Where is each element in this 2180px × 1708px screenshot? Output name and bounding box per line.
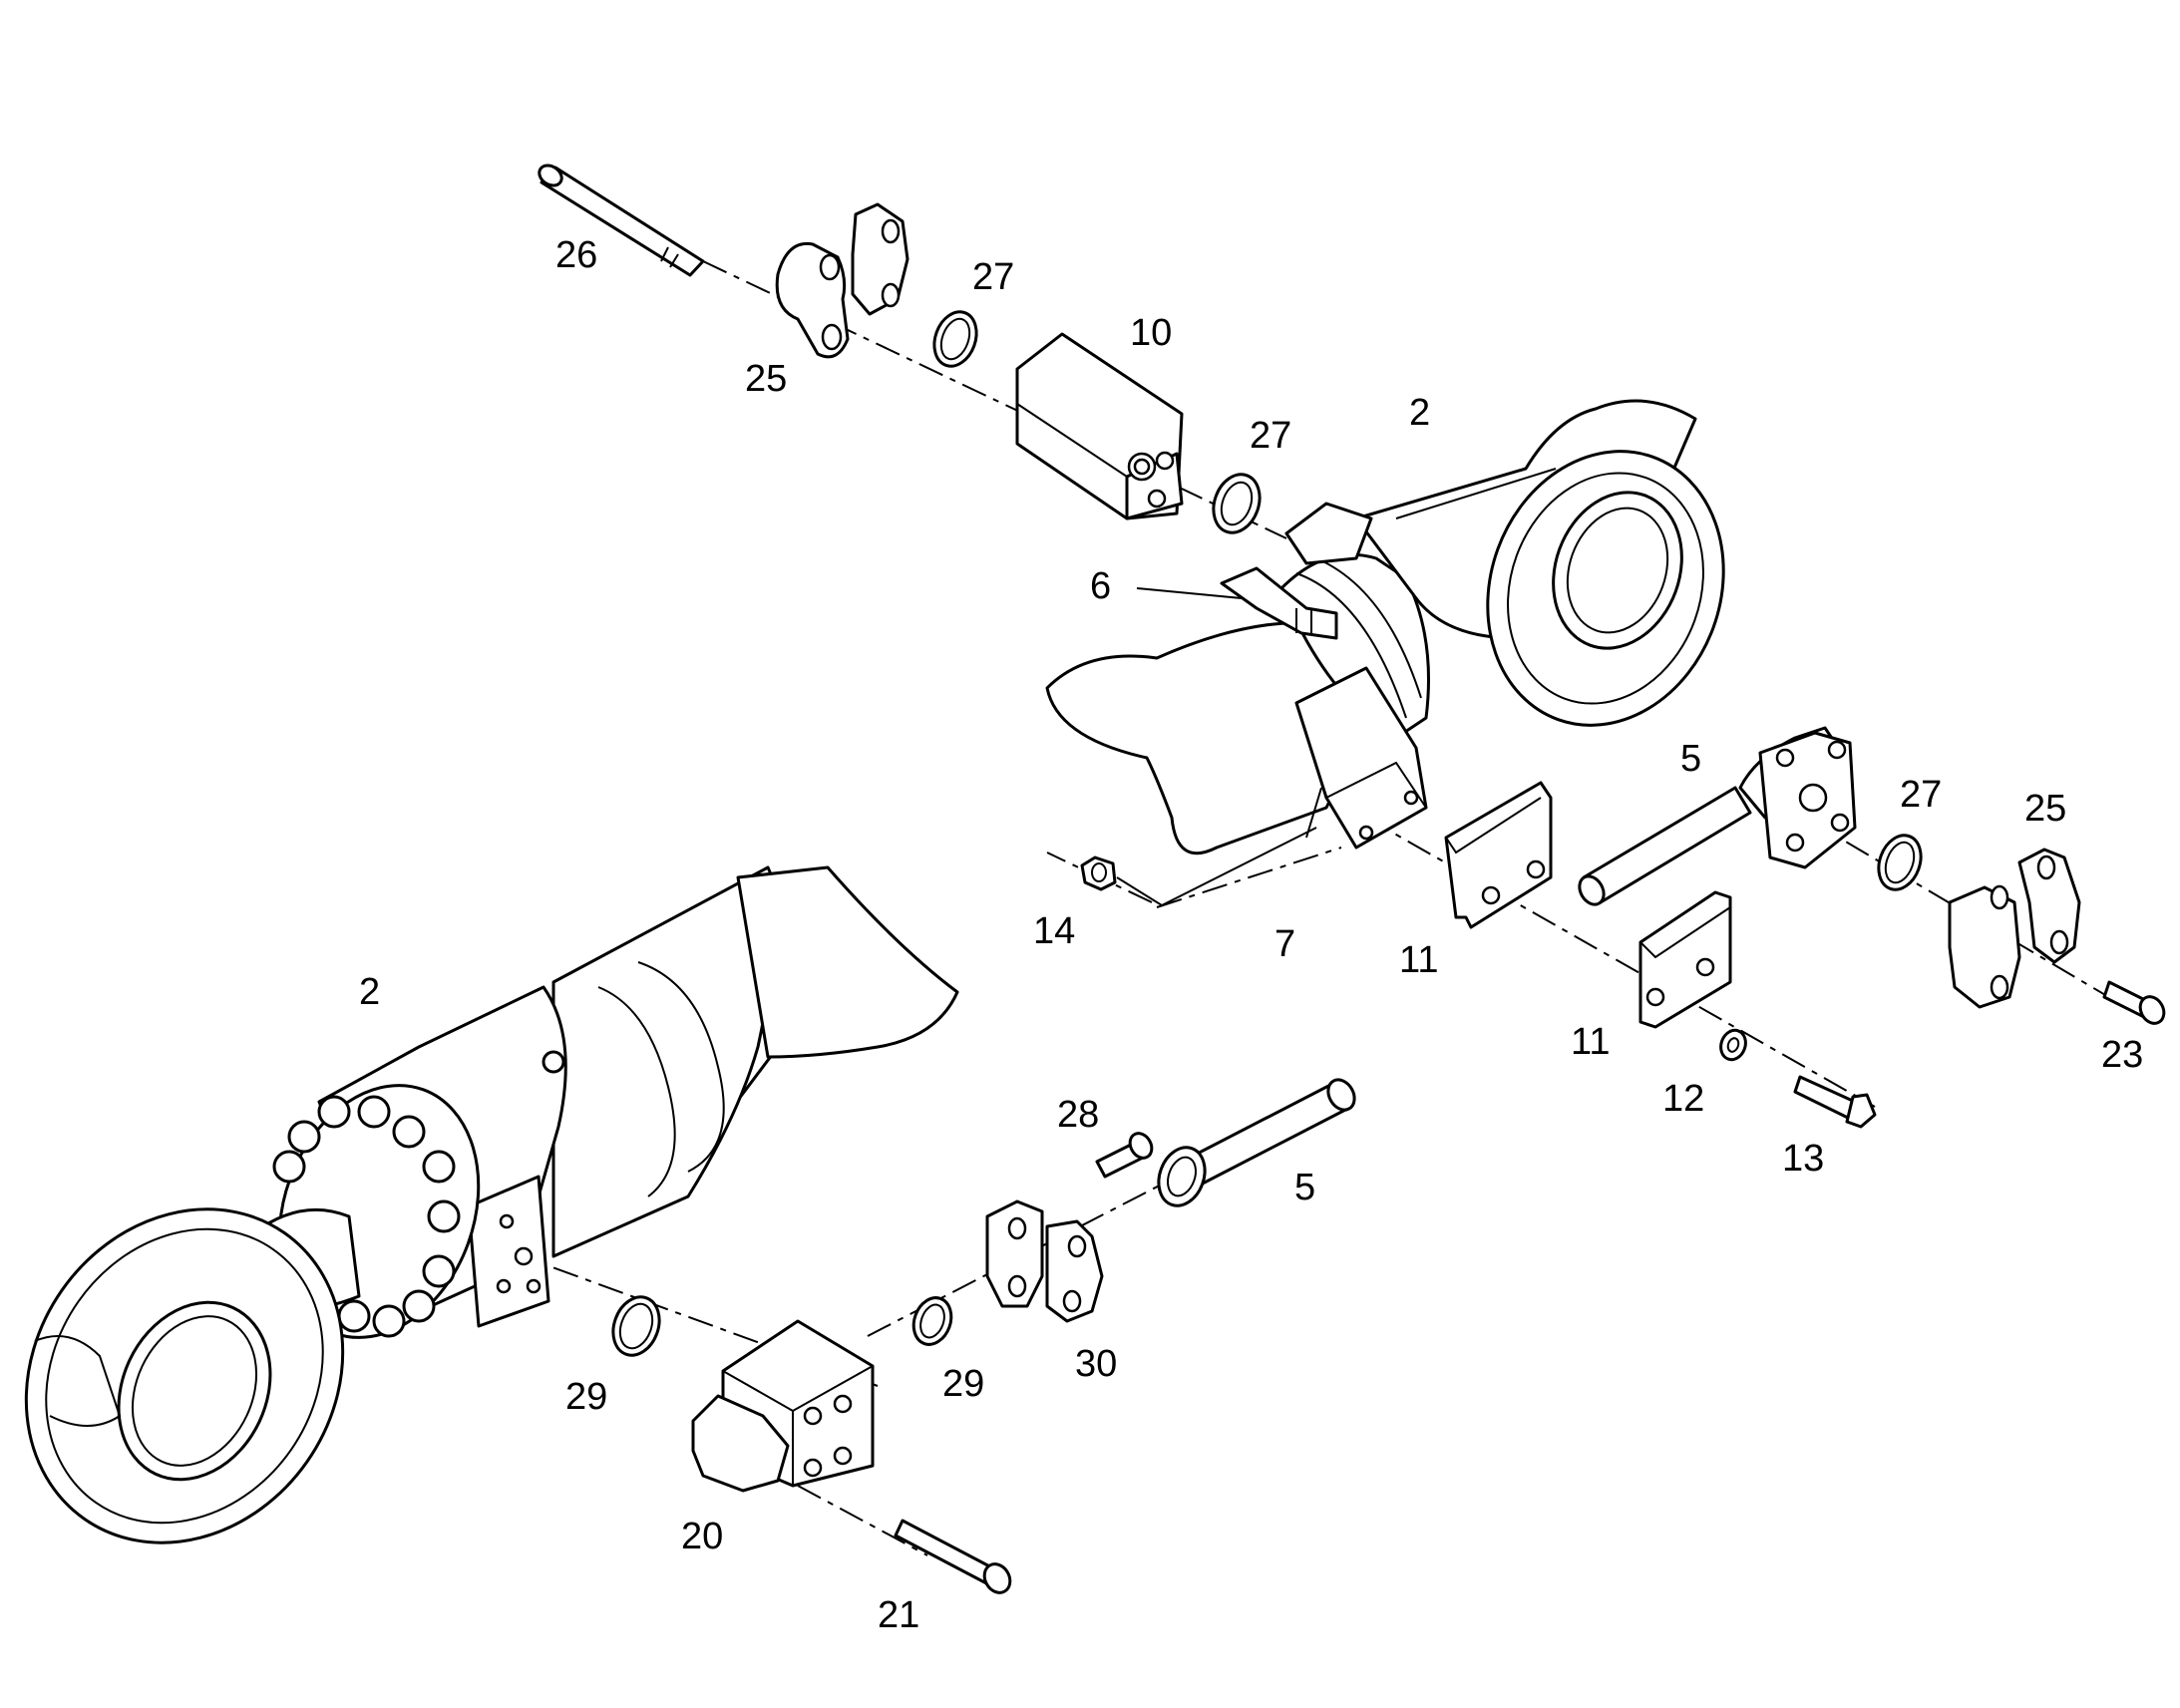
callout-11-upper: 11 [1399, 939, 1438, 981]
o-ring-27-mid [1212, 473, 1262, 534]
callout-labels: 26 25 27 10 27 2 6 5 27 25 14 7 11 11 23… [359, 234, 2143, 1636]
callout-23: 23 [2101, 1034, 2143, 1076]
callout-29-right: 29 [942, 1363, 984, 1405]
callout-21: 21 [878, 1594, 919, 1636]
bolt-13 [1793, 1075, 1877, 1129]
valve-block-10 [1015, 332, 1184, 520]
bolt-21 [894, 1519, 1012, 1594]
bolt-23 [2102, 980, 2166, 1025]
callout-29-left: 29 [565, 1376, 607, 1418]
callout-11-lower: 11 [1571, 1021, 1610, 1063]
bolt-28 [1095, 1132, 1154, 1179]
callout-27-top: 27 [972, 256, 1014, 298]
callout-25-right: 25 [2024, 788, 2066, 830]
flange-bolts [272, 1095, 461, 1338]
o-ring-27-top [932, 310, 978, 368]
callout-27-mid: 27 [1250, 415, 1291, 457]
callout-13: 13 [1782, 1138, 1824, 1180]
callout-14: 14 [1033, 910, 1075, 952]
o-ring-29-left [611, 1295, 661, 1357]
nut-14 [1080, 855, 1117, 891]
callout-6: 6 [1090, 565, 1111, 607]
valve-block-20 [691, 1319, 875, 1493]
callout-12: 12 [1662, 1078, 1704, 1120]
split-flange-30 [985, 1199, 1104, 1323]
split-flange-25-top [775, 202, 909, 359]
callout-10: 10 [1130, 312, 1172, 354]
callout-2-lower: 2 [359, 971, 380, 1013]
callout-2-upper: 2 [1409, 392, 1430, 434]
cylinder-2-lower [24, 865, 959, 1544]
bolt-26 [538, 164, 705, 277]
leader-lines [1116, 587, 1322, 907]
callout-7: 7 [1274, 923, 1295, 965]
split-flange-25-right [1948, 848, 2081, 1009]
cylinder-2-upper [1045, 399, 1725, 855]
o-ring-29-right [911, 1296, 953, 1346]
callout-26: 26 [555, 234, 597, 276]
flange-5-upper [1758, 731, 1857, 869]
callout-27-right: 27 [1900, 774, 1942, 816]
clamp-plate-11-lower [1638, 890, 1732, 1029]
callout-25-top: 25 [745, 358, 787, 400]
callout-20: 20 [681, 1516, 723, 1557]
o-ring-27-right [1877, 834, 1923, 891]
pipe-5-lower [1157, 1078, 1356, 1207]
assembly-axis-lines [508, 260, 2135, 1556]
clamp-plate-11-upper [1444, 781, 1553, 929]
washer-12 [1719, 1028, 1747, 1062]
callout-5-upper: 5 [1680, 738, 1701, 780]
callout-5-lower: 5 [1294, 1167, 1315, 1208]
callout-30: 30 [1075, 1343, 1117, 1385]
callout-28: 28 [1057, 1094, 1099, 1136]
